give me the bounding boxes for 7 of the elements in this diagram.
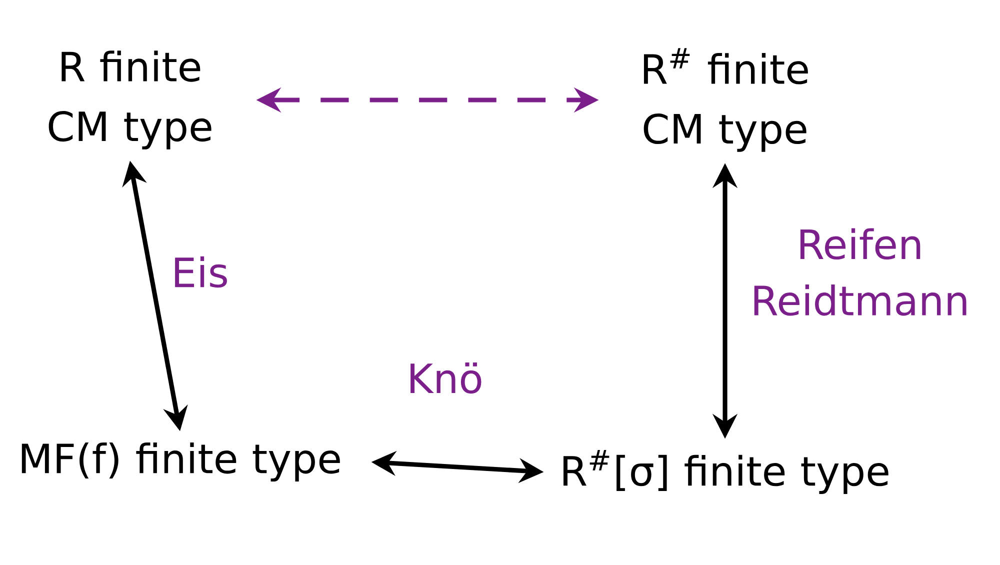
statement-text: R$^{#}$ finite CM type xyxy=(644,48,808,152)
edge-label: Eis xyxy=(175,256,227,288)
statement-text: R finite CM type xyxy=(48,50,212,150)
edge-label: Knö xyxy=(410,362,482,394)
edge-label: Reifen Reidtmann xyxy=(754,228,966,316)
statement-text: MF(f) finite type xyxy=(22,442,340,482)
statement-text: R$^{#}$[σ] finite type xyxy=(564,450,888,494)
